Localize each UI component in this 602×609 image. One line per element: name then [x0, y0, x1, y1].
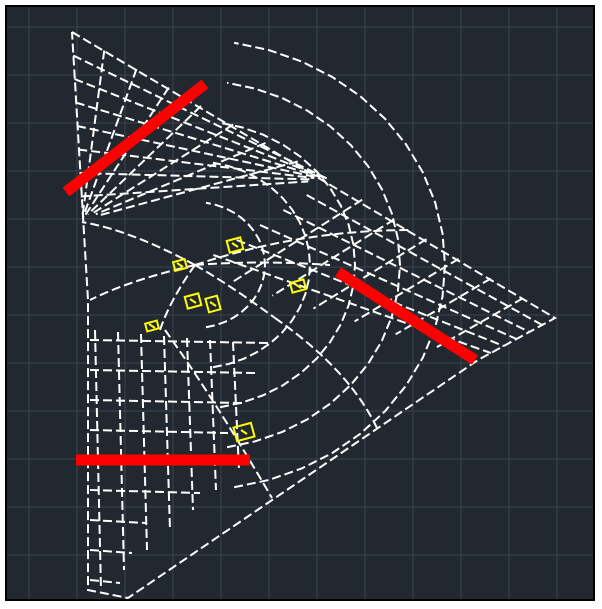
intersection-snap-marker-icon: [143, 319, 161, 333]
snap-marker-glyph: [148, 323, 156, 329]
snap-marker-box: [225, 236, 245, 254]
snap-markers: [143, 236, 308, 443]
mesh-line: [89, 549, 133, 554]
mesh-line: [74, 78, 324, 179]
intersection-snap-marker-icon: [225, 236, 245, 254]
mesh-curve: [159, 264, 196, 331]
viewport-background: [7, 7, 593, 599]
mesh-line: [89, 369, 257, 374]
mesh-line: [75, 101, 321, 179]
intersection-snap-marker-icon: [232, 421, 256, 443]
mesh-line: [76, 125, 318, 179]
mesh-arc: [205, 201, 267, 329]
mesh-curve: [194, 264, 276, 319]
mesh-line: [100, 160, 299, 216]
snap-marker-box: [232, 421, 256, 443]
snap-marker-box: [143, 319, 161, 333]
snap-marker-glyph: [176, 262, 184, 268]
mesh-line: [82, 68, 138, 217]
mesh-line: [89, 429, 229, 434]
mesh-curve: [274, 317, 379, 431]
snap-marker-glyph: [209, 301, 217, 307]
section-line-top[interactable]: [62, 79, 209, 197]
mesh-curve: [194, 229, 411, 266]
mesh-line: [72, 54, 328, 180]
snap-marker-box: [288, 278, 308, 294]
mesh-boundary: [71, 31, 558, 599]
intersection-snap-marker-icon: [183, 292, 203, 310]
mesh-line: [186, 337, 194, 511]
mesh-arc: [219, 121, 357, 409]
snap-marker-glyph: [231, 242, 239, 248]
intersection-snap-marker-icon: [171, 257, 189, 273]
snap-marker-box: [204, 294, 222, 314]
mesh-line: [140, 333, 148, 551]
cad-model-viewport[interactable]: [7, 7, 593, 599]
mesh-curve: [89, 264, 196, 301]
snap-marker-glyph: [189, 298, 197, 304]
mesh-arc: [233, 41, 447, 489]
snap-marker-box: [171, 257, 189, 273]
mesh-line: [80, 180, 309, 198]
section-lines[interactable]: [62, 79, 478, 466]
mesh-arc: [226, 81, 402, 449]
mesh-line: [95, 142, 266, 216]
mesh-line: [89, 519, 147, 524]
snap-marker-box: [183, 292, 203, 310]
mesh-line: [87, 105, 202, 216]
mesh-curve: [164, 329, 273, 499]
mesh-line: [89, 579, 121, 584]
intersection-snap-marker-icon: [288, 278, 308, 294]
mesh-line: [81, 50, 106, 219]
mesh-curve: [194, 261, 331, 266]
mesh-line: [90, 123, 234, 215]
mesh-line: [259, 224, 517, 340]
drawing-window-frame: [5, 5, 595, 601]
cad-drawing-canvas[interactable]: [7, 7, 595, 601]
section-line-right[interactable]: [335, 267, 478, 365]
snap-marker-glyph: [294, 283, 302, 289]
mesh-line: [232, 341, 240, 471]
snap-marker-glyph: [240, 429, 248, 435]
mesh-line: [89, 339, 271, 344]
mesh-arc: [212, 161, 312, 369]
mesh-curve: [81, 221, 196, 266]
mesh-line: [213, 254, 492, 354]
mesh-line: [117, 331, 125, 571]
mesh-line: [282, 209, 530, 333]
mesh-line: [163, 335, 171, 531]
intersection-snap-marker-icon: [204, 294, 222, 314]
